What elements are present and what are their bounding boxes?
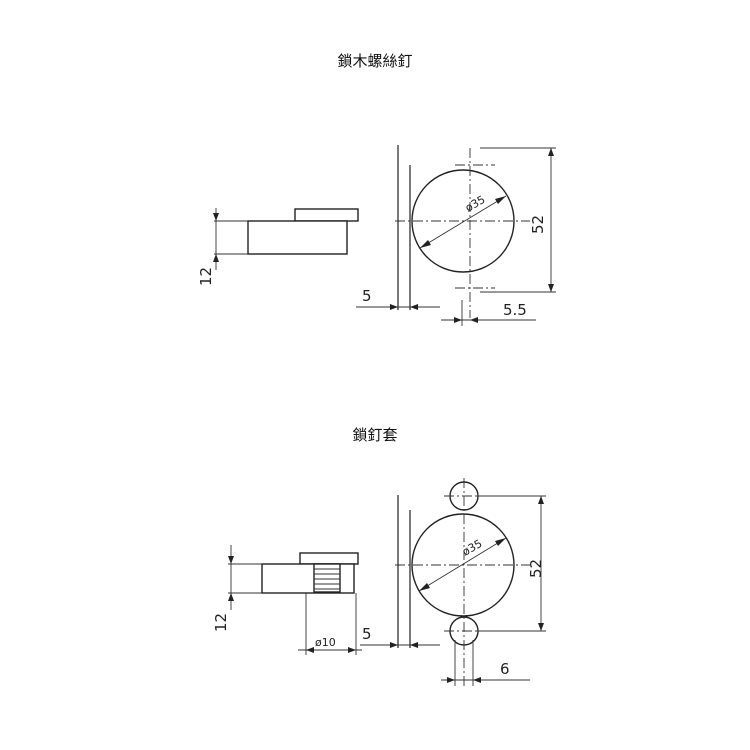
- bottom-side-view: [261, 552, 359, 594]
- bottom-drawing: 鎖釘套 12: [212, 426, 546, 686]
- bottom-edge-dimension: 6: [441, 640, 530, 686]
- top-drawing: 鎖木螺絲釘 12 ø35: [197, 52, 556, 326]
- top-drawing-title: 鎖木螺絲釘: [337, 52, 412, 70]
- top-screw-head: [294, 208, 359, 222]
- bottom-spacing-label: 52: [527, 559, 545, 578]
- bottom-height-dimension: 12: [212, 545, 262, 632]
- top-height-dimension: 12: [197, 208, 248, 286]
- bottom-drawing-title: 鎖釘套: [352, 426, 397, 444]
- top-spacing-dimension: 52: [480, 147, 556, 293]
- bottom-sleeve-label: ø10: [315, 636, 336, 649]
- top-height-label: 12: [197, 267, 215, 286]
- top-spacing-label: 52: [529, 215, 547, 234]
- top-front-view: ø35: [395, 145, 530, 318]
- bottom-height-label: 12: [212, 613, 230, 632]
- top-edge-label: 5.5: [503, 301, 527, 319]
- bottom-offset-dimension: 5: [360, 625, 440, 648]
- bottom-spacing-dimension: 52: [478, 495, 546, 632]
- bottom-sleeve-dimension: ø10: [298, 593, 362, 655]
- bottom-edge-label: 6: [500, 660, 510, 678]
- bottom-diameter-leader: [418, 537, 507, 592]
- top-edge-dimension: 5.5: [441, 300, 536, 326]
- bottom-threaded-stem: [313, 563, 341, 593]
- bottom-sleeve-head: [299, 552, 359, 565]
- top-offset-label: 5: [362, 287, 372, 305]
- bottom-offset-label: 5: [362, 625, 372, 643]
- bottom-front-view: ø35: [395, 478, 530, 686]
- top-side-view: [247, 208, 359, 255]
- top-offset-dimension: 5: [356, 287, 440, 310]
- top-diameter-leader: [419, 195, 507, 249]
- top-screw-body: [247, 220, 348, 255]
